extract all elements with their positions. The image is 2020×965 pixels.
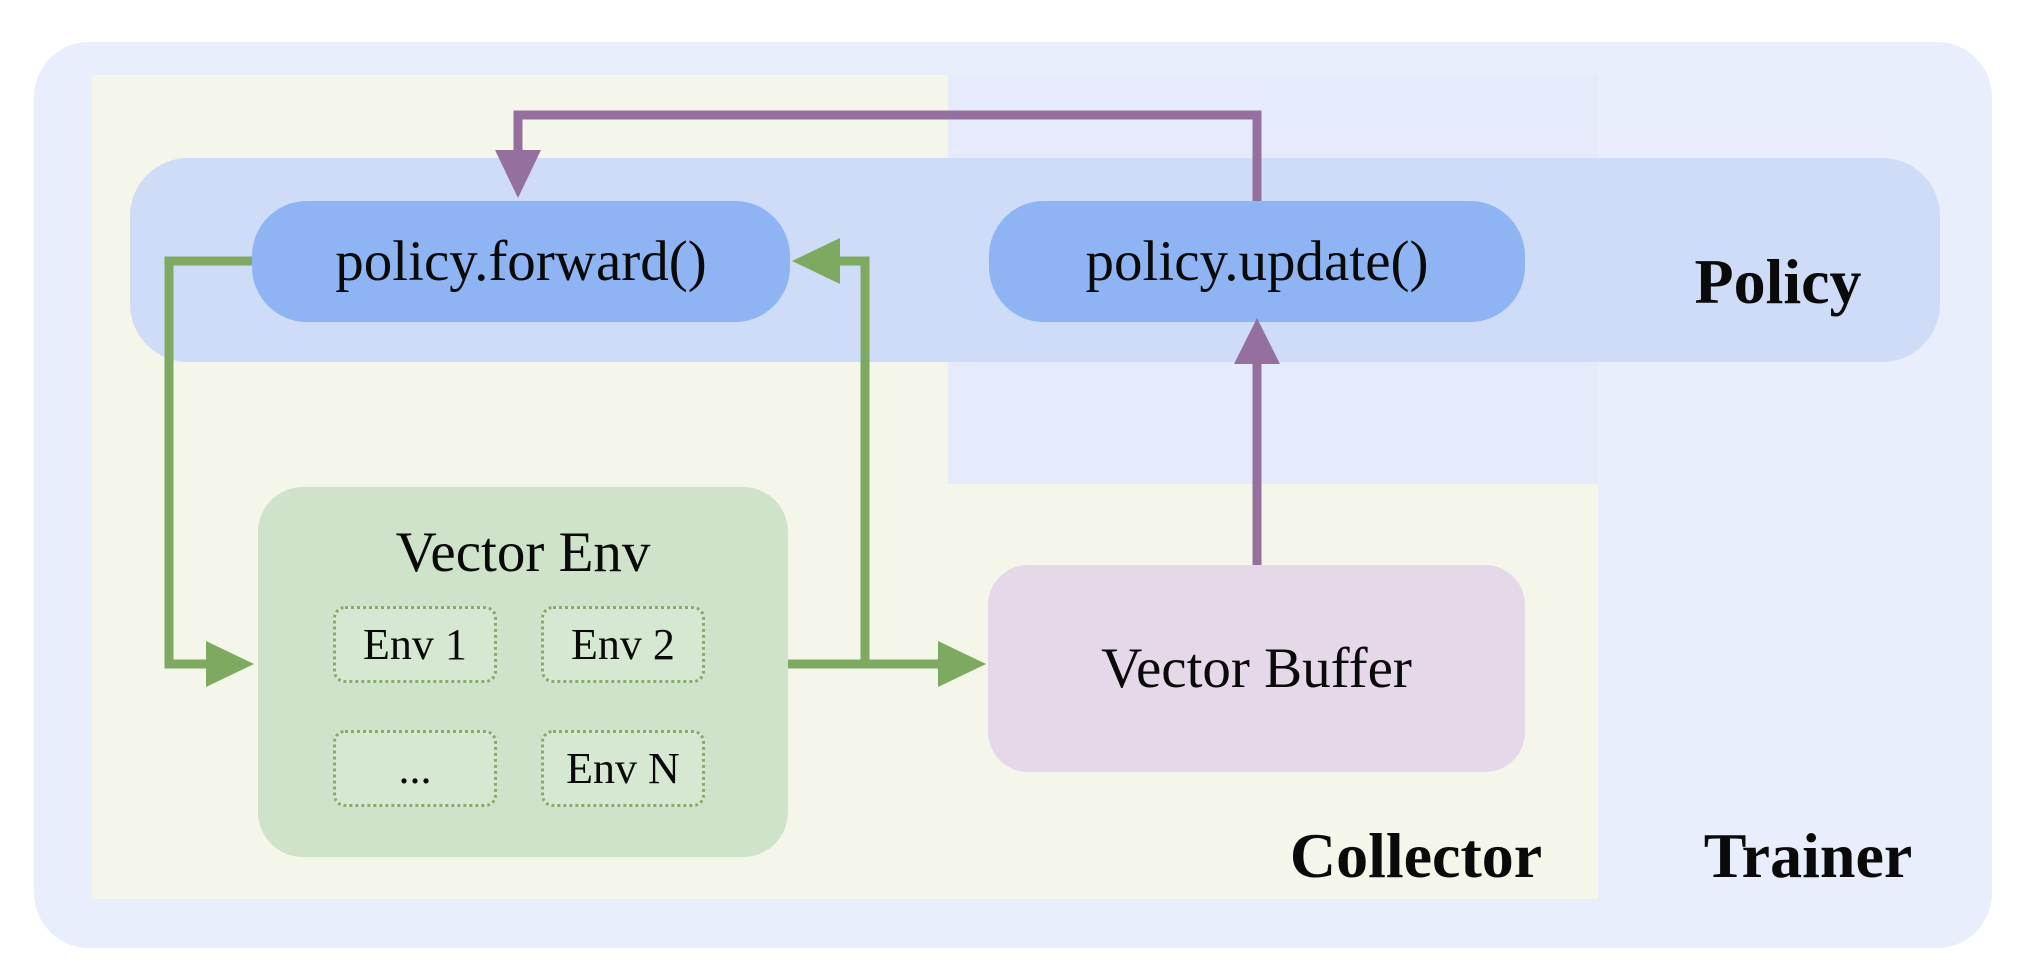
env-slot-ellipsis: ... [333, 730, 497, 807]
trainer-region-label: Trainer [1703, 820, 1913, 891]
env-slot-2: Env 2 [541, 606, 705, 683]
policy-update-pill: policy.update() [989, 201, 1525, 322]
collector-region-label: Collector [1289, 820, 1543, 891]
vector-buffer-box: Vector Buffer [988, 565, 1525, 772]
policy-region-label: Policy [1694, 246, 1862, 317]
env-slot-ellipsis-label: ... [398, 743, 432, 793]
env-slot-2-label: Env 2 [571, 619, 675, 669]
policy-forward-label: policy.forward() [335, 230, 707, 293]
env-slot-1-label: Env 1 [363, 619, 467, 669]
env-slot-1: Env 1 [333, 606, 497, 683]
env-slot-n-label: Env N [566, 743, 680, 793]
policy-update-label: policy.update() [1085, 230, 1429, 293]
vector-env-box: Vector Env Env 1 Env 2 ... Env N [258, 487, 788, 857]
vector-env-title: Vector Env [395, 520, 651, 584]
vector-buffer-label: Vector Buffer [1101, 637, 1412, 700]
env-slot-n: Env N [541, 730, 705, 807]
policy-forward-pill: policy.forward() [252, 201, 790, 322]
